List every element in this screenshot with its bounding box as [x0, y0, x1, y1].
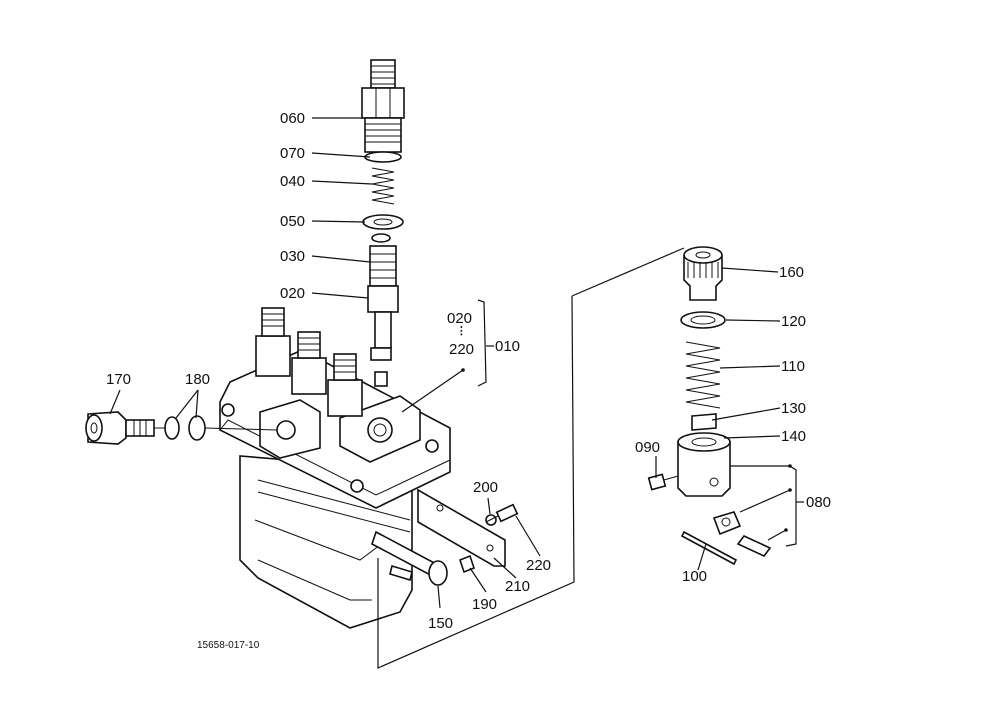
holder-hex — [361, 87, 405, 119]
label-180: 180 — [185, 371, 210, 388]
label-120: 120 — [781, 313, 806, 330]
spring-110 — [685, 341, 721, 409]
roller-080 — [712, 511, 742, 536]
control-rod-pin — [389, 564, 413, 582]
screw-090 — [647, 473, 667, 491]
bracket-210 — [417, 488, 506, 567]
label-060: 060 — [280, 110, 305, 127]
governor-group — [647, 246, 772, 566]
holder-3-hex — [327, 379, 363, 417]
holder-1-thread — [261, 307, 285, 337]
label-190: 190 — [472, 596, 497, 613]
label-020: 020 — [280, 285, 305, 302]
leader-lines — [109, 117, 792, 609]
flange-hole-2 — [425, 439, 439, 453]
flange-hole-1 — [221, 403, 235, 417]
valve-seat-020 — [367, 285, 399, 313]
spring-040 — [371, 167, 395, 205]
svg-text:⁝: ⁝ — [459, 323, 464, 340]
part-labels: 060 070 040 050 030 020 020 ⁝ 220 010 17… — [106, 110, 831, 651]
plunger-stem — [374, 311, 392, 349]
label-210: 210 — [505, 578, 530, 595]
label-100: 100 — [682, 568, 707, 585]
control-rod-end — [428, 560, 448, 586]
plunger-collar — [370, 347, 392, 361]
label-150: 150 — [428, 615, 453, 632]
label-110: 110 — [781, 358, 805, 375]
mounting-flange — [219, 349, 451, 509]
label-220-range-end: 220 — [449, 341, 474, 358]
label-130: 130 — [781, 400, 806, 417]
delivery-valve-stack — [361, 59, 405, 387]
valve-bore — [367, 417, 393, 443]
seat-130 — [691, 413, 717, 431]
plunger-foot — [374, 371, 388, 387]
pin-190 — [459, 554, 475, 574]
bolt-220-head — [495, 503, 519, 523]
pump-housing — [219, 307, 451, 629]
label-220: 220 — [526, 557, 551, 574]
holder-1-hex — [255, 335, 291, 377]
washer-180-b — [188, 415, 206, 441]
gasket-050 — [362, 214, 404, 230]
label-090: 090 — [635, 439, 660, 456]
washer-120 — [680, 311, 726, 329]
side-bore — [276, 420, 296, 440]
valve-030 — [369, 245, 397, 287]
label-070: 070 — [280, 145, 305, 162]
label-170: 170 — [106, 371, 131, 388]
holder-thread — [364, 117, 402, 153]
holder-2-thread — [297, 331, 321, 359]
washer-180-a — [164, 416, 180, 440]
label-140: 140 — [781, 428, 806, 445]
label-010: 010 — [495, 338, 520, 355]
pin-100 — [680, 530, 738, 566]
group-frame — [377, 247, 804, 669]
label-030: 030 — [280, 248, 305, 265]
banjo-bolt-group — [85, 411, 278, 445]
figure-code: 15658-017-10 — [197, 640, 260, 651]
flange-hole-3 — [350, 479, 364, 493]
holder-3-thread — [333, 353, 357, 381]
label-080: 080 — [806, 494, 831, 511]
o-ring-070 — [364, 151, 402, 163]
label-040: 040 — [280, 173, 305, 190]
label-020-range-start: 020 — [447, 310, 472, 327]
valve-tip — [371, 233, 391, 243]
bracket-group — [417, 488, 519, 574]
label-200: 200 — [473, 479, 498, 496]
holder-2-hex — [291, 357, 327, 395]
label-160: 160 — [779, 264, 804, 281]
label-050: 050 — [280, 213, 305, 230]
roller-pin — [736, 535, 772, 557]
